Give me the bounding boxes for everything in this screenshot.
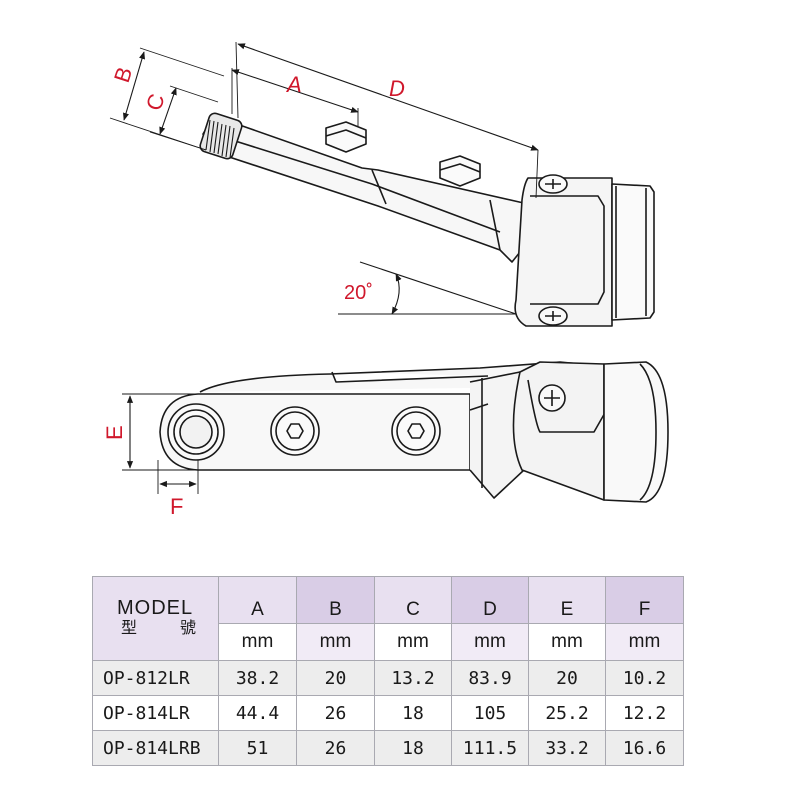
side-view [199,112,655,327]
table-row: OP-814LRB 51 26 18 111.5 33.2 16.6 [92,730,684,766]
column-header: A [218,576,297,624]
hex-bolt-2 [391,406,441,456]
value-cell: 13.2 [374,660,452,696]
unit-cell: mm [296,623,375,661]
value-cell: 105 [451,695,529,731]
screw-bottom [538,306,568,326]
cap [611,183,655,321]
value-cell: 20 [296,660,375,696]
top-housing [512,361,605,501]
angle-arc [391,273,402,315]
dim-C-line [159,87,177,135]
side-dimensions [109,41,539,315]
value-cell: 44.4 [218,695,297,731]
model-cell: OP-812LR [92,660,219,696]
pivot-roller [167,403,225,461]
column-header: B [296,576,375,624]
value-cell: 18 [374,730,452,766]
column-header: C [374,576,452,624]
column-header: F [605,576,684,624]
table-row: OP-814LR 44.4 26 18 105 25.2 12.2 [92,695,684,731]
value-cell: 111.5 [451,730,529,766]
label-A: A [285,72,302,97]
value-cell: 33.2 [528,730,606,766]
value-cell: 25.2 [528,695,606,731]
dim-A-line [231,69,359,113]
label-C: C [141,91,170,114]
model-header-cell: MODEL 型 號 [92,576,219,661]
hex-nut-1 [325,121,367,153]
hex-bolt-1 [270,406,320,456]
table-body: OP-812LR 38.2 20 13.2 83.9 20 10.2 OP-81… [92,660,684,766]
column-header: E [528,576,606,624]
model-header-cjk-1: 型 [121,619,138,637]
model-header: MODEL [117,596,194,619]
knurled-wheel [199,112,243,160]
arm-taper [371,169,501,251]
value-cell: 38.2 [218,660,297,696]
top-view [159,361,669,503]
value-cell: 83.9 [451,660,529,696]
unit-cell: mm [605,623,684,661]
screw-top [538,174,568,194]
dim-B-line [123,51,145,121]
value-cell: 20 [528,660,606,696]
label-E: E [102,425,127,440]
unit-cell: mm [451,623,529,661]
unit-cell: mm [374,623,452,661]
value-cell: 12.2 [605,695,684,731]
unit-row: mm mm mm mm mm mm [93,623,684,661]
dim-D-line [237,43,539,151]
value-cell: 18 [374,695,452,731]
label-D: D [389,76,405,101]
label-B: B [109,64,137,86]
label-angle: 20˚ [344,282,373,304]
unit-cell: mm [528,623,606,661]
spec-table: MODEL 型 號 A B C D E F mm mm mm mm mm mm … [92,576,684,766]
model-header-cjk-2: 號 [179,619,196,637]
value-cell: 10.2 [605,660,684,696]
model-cell: OP-814LR [92,695,219,731]
table-header-row: MODEL 型 號 A B C D E F [92,576,684,661]
table-row: OP-812LR 38.2 20 13.2 83.9 20 10.2 [92,660,684,696]
top-screw [538,384,566,412]
label-F: F [170,494,183,519]
housing-detail [530,195,605,305]
top-cap [603,361,669,503]
column-header: D [451,576,529,624]
unit-cell: mm [218,623,297,661]
top-dimensions [122,393,199,494]
value-cell: 26 [296,695,375,731]
model-cell: OP-814LRB [92,730,219,766]
hex-nut-2 [439,155,481,187]
value-cell: 51 [218,730,297,766]
technical-drawing: B C A D 20˚ [102,41,669,519]
angle-arm-line [359,261,517,315]
value-cell: 16.6 [605,730,684,766]
value-cell: 26 [296,730,375,766]
model-header-cjk: 型 號 [93,619,218,639]
arm-inner-line [231,139,501,233]
housing [514,177,613,327]
